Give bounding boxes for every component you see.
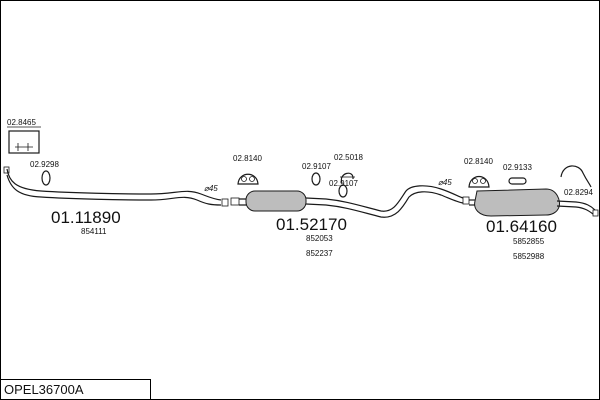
front-flange [3,166,10,174]
accessory-label: 02.5018 [334,153,363,162]
pipe-diameter-label: ⌀45 [438,178,452,187]
accessory-label: 02.8465 [7,118,36,127]
oe-number: 854111 [81,227,107,236]
bracket-part [560,165,592,188]
oe-number: 852053 [306,234,333,243]
model-code-box: OPEL36700A [1,379,151,399]
accessory-label: 02.8140 [464,157,493,166]
pipe-end [221,198,229,207]
oe-number: 5852855 [513,237,545,246]
clamp-part [340,172,355,184]
pipe-diameter-label: ⌀45 [204,184,218,193]
oe-number: 852237 [306,249,333,258]
bracket-box [8,130,40,154]
model-code: OPEL36700A [4,382,84,397]
part-main-number: 01.11890 [51,208,121,227]
gasket-ring [311,172,321,186]
middle-silencer [230,185,470,218]
silencer-body [245,190,307,212]
accessory-label: 02.9107 [302,162,331,171]
tailpipe-end [592,209,599,217]
accessory-label: 02.9133 [503,163,532,172]
part-main-number: 01.64160 [486,217,557,236]
accessory-label: 02.8294 [564,188,593,197]
accessory-label: 02.9107 [329,179,358,188]
part-main-number: 01.52170 [276,215,347,234]
clamp-part [508,177,527,185]
gasket-ring [338,184,348,198]
rear-silencer [469,188,599,217]
pipe-end [462,196,470,205]
bracket-part [8,130,40,154]
front-pipe [3,166,229,207]
hanger-part [237,173,259,185]
gasket-ring [41,170,51,186]
accessory-label: 02.9298 [30,160,59,169]
hanger-part [468,175,490,188]
pipe-flange [230,197,240,206]
accessory-label: 02.8140 [233,154,262,163]
oe-number: 5852988 [513,252,545,261]
silencer-body [474,188,560,217]
